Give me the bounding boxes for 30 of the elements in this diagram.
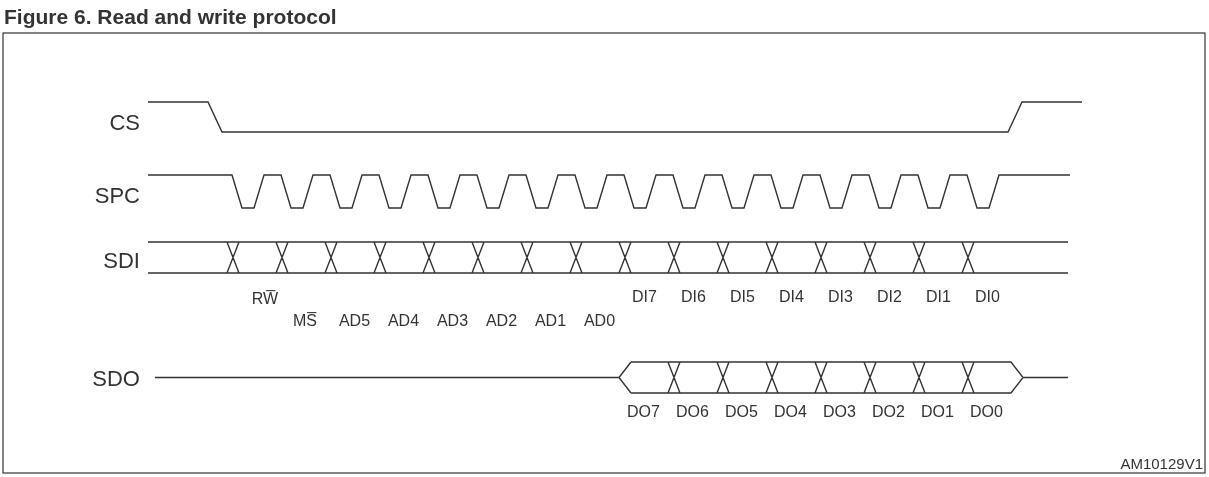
bit-label: AD5 — [338, 313, 371, 329]
bit-label: DO5 — [725, 404, 758, 420]
bit-label: AD2 — [485, 313, 518, 329]
bit-label: DI7 — [632, 289, 657, 305]
signal-name: CS — [109, 112, 140, 134]
bit-label: DI2 — [877, 289, 902, 305]
bit-label: RW̅ — [251, 291, 279, 307]
bit-label: AD1 — [534, 313, 567, 329]
bit-label: DI0 — [975, 289, 1000, 305]
bit-label: AD4 — [387, 313, 420, 329]
bit-label: DI5 — [730, 289, 755, 305]
signal-name: SPC — [94, 185, 140, 207]
figure-id: AM10129V1 — [1120, 456, 1203, 471]
bit-label: DO3 — [823, 404, 856, 420]
signal-name: SDO — [92, 368, 140, 390]
bit-label: DO2 — [872, 404, 905, 420]
bit-label: DI1 — [926, 289, 951, 305]
bit-label: DO4 — [774, 404, 807, 420]
bit-label: AD3 — [436, 313, 469, 329]
bit-label: DO0 — [970, 404, 1003, 420]
bit-label: DO6 — [676, 404, 709, 420]
bit-label: DI4 — [779, 289, 804, 305]
bit-label: AD0 — [583, 313, 616, 329]
bit-label: DO1 — [921, 404, 954, 420]
bit-label: DO7 — [627, 404, 660, 420]
signal-name: SDI — [103, 250, 140, 272]
bit-label: DI6 — [681, 289, 706, 305]
bit-label: DI3 — [828, 289, 853, 305]
figure-title: Figure 6. Read and write protocol — [4, 6, 337, 27]
bit-label: MS̅ — [293, 313, 317, 329]
